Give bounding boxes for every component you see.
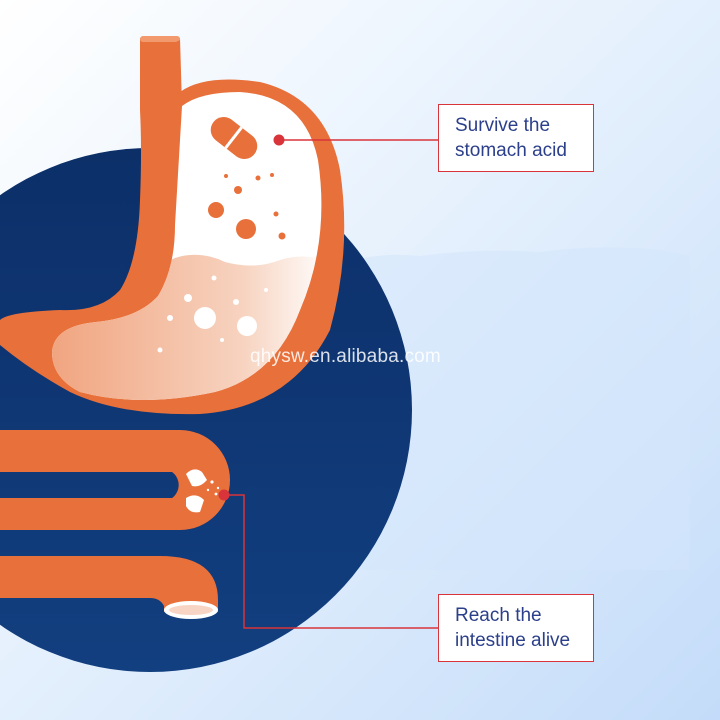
callout-line: stomach acid xyxy=(455,140,567,161)
light-panel xyxy=(346,247,690,570)
acid-bubble xyxy=(264,288,268,292)
esophagus-opening xyxy=(140,36,180,42)
intestine-pointer-line xyxy=(224,494,438,629)
particle xyxy=(273,211,279,217)
particle xyxy=(270,173,274,177)
callout-line: intestine alive xyxy=(455,630,571,651)
capsule-icon xyxy=(210,116,258,160)
pointer-dot-icon xyxy=(218,489,230,501)
intestines xyxy=(0,430,230,619)
acid-bubble xyxy=(184,294,192,302)
acid-bubble xyxy=(167,315,173,321)
capsule-fragment-icon xyxy=(186,469,220,513)
acid-bubble xyxy=(211,275,217,281)
acid-bubble xyxy=(237,316,257,336)
acid-bubble xyxy=(233,299,239,305)
particle xyxy=(255,175,261,181)
watermark: qhysw.en.alibaba.com xyxy=(250,346,441,367)
intestine-callout: Reach the intestine alive xyxy=(438,594,594,662)
particle xyxy=(224,174,228,178)
callout-line: Reach the xyxy=(455,605,542,626)
particle xyxy=(234,186,242,194)
callout-line: Survive the xyxy=(455,115,551,136)
acid-bubble xyxy=(157,347,163,353)
particle xyxy=(236,219,256,239)
pointer-dot-icon xyxy=(273,134,285,146)
stomach-acid-callout: Survive the stomach acid xyxy=(438,104,594,172)
acid-bubble xyxy=(220,338,224,342)
particle xyxy=(278,232,286,240)
particle xyxy=(208,202,224,218)
acid-bubble xyxy=(194,307,216,329)
